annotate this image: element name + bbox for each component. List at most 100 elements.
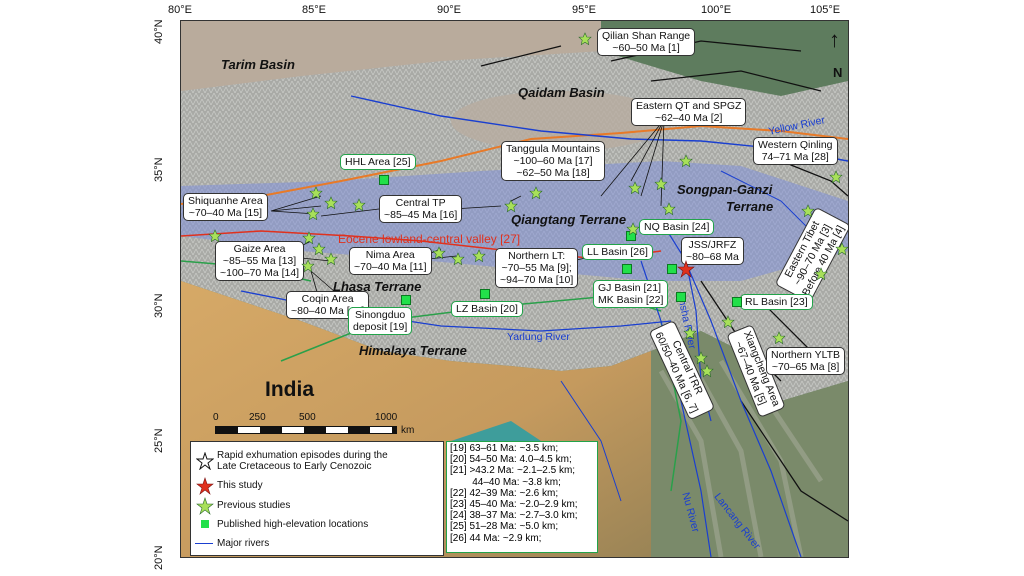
elevation-item-21a: [21] >43.2 Ma: ~2.1–2.5 km; xyxy=(450,465,576,477)
hi-elev-gj xyxy=(667,264,677,274)
callout-shiquanhe-age: ~70–40 Ma [15] xyxy=(188,207,262,219)
lat-20-text: 20°N xyxy=(153,545,165,570)
scale-bar: 0 250 500 1000 km xyxy=(213,412,415,442)
callout-gaize-name: Gaize Area xyxy=(233,243,286,255)
hi-elev-lz xyxy=(480,289,490,299)
lat-label-30: 30°N xyxy=(153,293,165,318)
elevation-item-21b: 44–40 Ma: ~3.8 km; xyxy=(450,476,561,488)
callout-central-tp: Central TP ~85–45 Ma [16] xyxy=(379,195,463,223)
lon-label-95: 95°E xyxy=(572,4,596,16)
hi-elev-mk xyxy=(676,292,686,302)
scale-tick-0: 0 xyxy=(213,412,219,423)
lat-label-25: 25°N xyxy=(153,428,165,453)
callout-shiquanhe: Shiquanhe Area ~70–40 Ma [15] xyxy=(183,193,268,221)
legend-open-star-line2: Late Cretaceous to Early Cenozoic xyxy=(217,461,372,472)
box-sinongduo-name: Sinongduo xyxy=(355,309,406,321)
box-lz: LZ Basin [20] xyxy=(451,301,523,317)
lat-label-40: 40°N xyxy=(153,19,165,44)
north-label: N xyxy=(833,65,843,80)
box-gj-mk: GJ Basin [21] MK Basin [22] xyxy=(593,280,669,308)
lat-30-text: 30°N xyxy=(153,293,165,318)
callout-northern-yltb-age: ~70–65 Ma [8] xyxy=(771,361,840,373)
scale-tick-500: 500 xyxy=(299,412,316,423)
callout-northern-yltb-name: Northern YLTB xyxy=(771,349,841,361)
box-hhl: HHL Area [25] xyxy=(340,154,416,170)
yarlung-river-label: Yarlung River xyxy=(507,331,570,343)
qiangtang-label: Qiangtang Terrane xyxy=(511,212,627,227)
elevation-item-23: [23] 45–40 Ma: ~2.0–2.9 km; xyxy=(450,499,578,511)
qaidam-basin-label: Qaidam Basin xyxy=(518,85,605,100)
legend: Rapid exhumation episodes during the Lat… xyxy=(190,441,444,556)
lat-label-35: 35°N xyxy=(153,157,165,182)
legend-green-star-text: Previous studies xyxy=(217,500,291,511)
callout-nima-name: Nima Area xyxy=(365,249,415,261)
box-ll: LL Basin [26] xyxy=(582,244,653,260)
eocene-valley-label: Eocene lowland-central valley [27] xyxy=(338,232,521,246)
callout-northern-lt-name: Northern LT: xyxy=(508,250,566,262)
green-square-icon xyxy=(201,520,209,528)
elevation-item-25: [25] 51–28 Ma: ~5.0 km; xyxy=(450,521,559,533)
legend-green-square-text: Published high-elevation locations xyxy=(217,519,369,530)
lat-label-20: 20°N xyxy=(153,545,165,570)
callout-coqin-name: Coqin Area xyxy=(301,293,354,305)
green-star-icon xyxy=(196,497,214,515)
tarim-basin-label: Tarim Basin xyxy=(221,57,295,72)
box-sinongduo: Sinongduo deposit [19] xyxy=(348,307,413,335)
box-nq: NQ Basin [24] xyxy=(639,219,715,235)
himalaya-label: Himalaya Terrane xyxy=(359,343,467,358)
callout-nima-age: ~70–40 Ma [11] xyxy=(354,261,427,273)
qaidam-area xyxy=(451,91,671,151)
legend-green-star: Previous studies xyxy=(191,497,443,515)
legend-river-text: Major rivers xyxy=(217,538,270,549)
callout-northern-lt: Northern LT: ~70–55 Ma [9]; ~94–70 Ma [1… xyxy=(495,248,579,288)
box-rl: RL Basin [23] xyxy=(740,294,813,310)
hi-elev-rl xyxy=(732,297,742,307)
scale-tick-1000: 1000 xyxy=(375,412,398,423)
lon-label-100: 100°E xyxy=(701,4,732,16)
legend-river: Major rivers xyxy=(191,538,443,552)
callout-gaize-age1: ~85–55 Ma [13] xyxy=(222,255,297,267)
callout-qilian-name: Qilian Shan Range xyxy=(602,30,691,42)
india-label: India xyxy=(265,378,315,401)
callout-eastern-qt-name: Eastern QT and SPGZ xyxy=(636,100,742,112)
callout-jss-name: JSS/JRFZ xyxy=(688,239,737,251)
callout-eastern-qt-age: ~62–40 Ma [2] xyxy=(655,112,723,124)
lhasa-label: Lhasa Terrane xyxy=(333,279,422,294)
songpan-terrane-label: Terrane xyxy=(726,199,774,214)
legend-green-square: Published high-elevation locations xyxy=(191,519,443,533)
callout-tanggula-name: Tanggula Mountains xyxy=(506,143,600,155)
elevation-item-26: [26] 44 Ma: ~2.9 km; xyxy=(450,532,542,544)
callout-northern-yltb: Northern YLTB ~70–65 Ma [8] xyxy=(766,347,846,375)
box-mk: MK Basin [22] xyxy=(598,294,664,306)
red-star-icon xyxy=(196,477,214,495)
hi-elev-nq xyxy=(626,231,636,241)
callout-tanggula-age1: ~100–60 Ma [17] xyxy=(513,155,593,167)
callout-northern-lt-age1: ~70–55 Ma [9]; xyxy=(501,262,572,274)
lat-25-text: 25°N xyxy=(153,428,165,453)
scale-bar-graphic xyxy=(215,426,397,434)
lon-label-85: 85°E xyxy=(302,4,326,16)
box-gj: GJ Basin [21] xyxy=(598,282,662,294)
hi-elev-sinongduo xyxy=(401,295,411,305)
legend-red-star-text: This study xyxy=(217,480,263,491)
callout-western-qinling-age: 74–71 Ma [28] xyxy=(761,151,829,163)
callout-nima: Nima Area ~70–40 Ma [11] xyxy=(349,247,432,275)
lon-label-80: 80°E xyxy=(168,4,192,16)
lon-label-105: 105°E xyxy=(810,4,841,16)
callout-jss-age: ~80–68 Ma xyxy=(686,251,739,263)
callout-jss: JSS/JRFZ ~80–68 Ma xyxy=(681,237,744,265)
river-lancang xyxy=(680,250,802,557)
lat-40-text: 40°N xyxy=(153,19,165,44)
fault-orange xyxy=(181,124,848,205)
map-frame: Tarim Basin Qaidam Basin Songpan-Ganzi T… xyxy=(180,20,849,558)
legend-open-star-line1: Rapid exhumation episodes during the xyxy=(217,450,388,461)
callout-central-tp-age: ~85–45 Ma [16] xyxy=(384,209,458,221)
callout-qilian: Qilian Shan Range ~60–50 Ma [1] xyxy=(597,28,696,56)
callout-eastern-qt: Eastern QT and SPGZ ~62–40 Ma [2] xyxy=(631,98,747,126)
elevation-item-19: [19] 63–61 Ma: ~3.5 km; xyxy=(450,443,559,454)
callout-qilian-age: ~60–50 Ma [1] xyxy=(612,42,680,54)
scale-unit: km xyxy=(401,425,415,436)
callout-central-tp-name: Central TP xyxy=(395,197,446,209)
scale-tick-250: 250 xyxy=(249,412,266,423)
legend-red-star: This study xyxy=(191,477,443,495)
